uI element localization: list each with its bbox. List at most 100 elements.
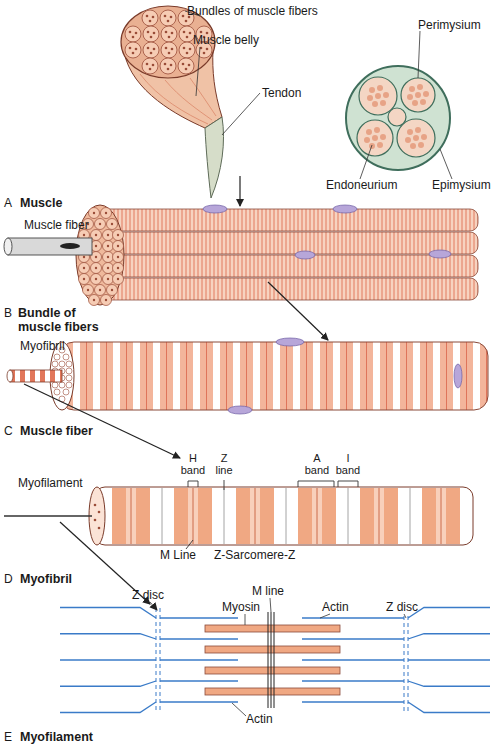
myofibril	[255, 488, 256, 544]
muscle-cross-section	[143, 42, 159, 58]
band-bracket	[224, 480, 225, 490]
part-label: Muscle fiber	[24, 218, 89, 232]
actin-filament	[302, 617, 404, 618]
actin-filament	[408, 634, 490, 639]
actin-filament	[408, 608, 490, 619]
part-label: Epimysium	[432, 178, 491, 192]
fascicle-cross-section	[407, 84, 429, 106]
muscle-fiber-bundle	[89, 295, 100, 306]
z-disc	[408, 616, 409, 712]
leader-line	[418, 31, 420, 78]
panel-title: Muscle fiber	[20, 424, 93, 438]
actin-filament	[160, 638, 238, 639]
muscle-fiber-bundle	[103, 274, 114, 285]
muscle-fiber	[63, 389, 69, 395]
muscle-fiber-bundle	[91, 274, 102, 285]
myofibril-strand	[7, 370, 13, 382]
band-label: Z line	[211, 452, 237, 476]
myofibril	[94, 519, 97, 522]
tendon	[205, 117, 224, 198]
panel-letter: B	[4, 306, 12, 320]
muscle-fiber	[54, 354, 60, 360]
leader-line	[222, 93, 260, 135]
z-disc	[156, 608, 157, 712]
z-disc	[160, 608, 161, 712]
zoom-arrow	[239, 176, 240, 206]
nucleus	[203, 205, 451, 259]
band-bracket	[186, 540, 193, 549]
part-label: Myosin	[222, 600, 260, 614]
muscle-cross-section	[160, 58, 176, 74]
actin-filament	[60, 634, 156, 639]
band-label: A band	[304, 452, 330, 476]
muscle-cross-section	[160, 10, 176, 26]
nucleus	[454, 364, 462, 388]
myofibril	[422, 488, 460, 544]
myofibril	[131, 488, 441, 544]
leader-line	[360, 145, 372, 179]
muscle-fiber-bundle	[79, 274, 90, 285]
myofibril	[250, 488, 260, 544]
actin-filament	[160, 680, 238, 681]
myosin-filament	[205, 667, 340, 674]
actin-filament	[160, 701, 238, 702]
muscle-fiber-bundle	[83, 285, 94, 296]
muscle-cross-section	[161, 42, 177, 58]
single-fiber	[4, 238, 12, 255]
muscle-fiber	[59, 382, 65, 388]
myofibril	[126, 488, 136, 544]
muscle-cross-section	[125, 42, 141, 58]
fascicle-cross-section	[357, 120, 393, 156]
single-fiber	[4, 238, 92, 255]
muscle-belly	[190, 78, 216, 116]
myofibril	[312, 488, 322, 544]
myofibril	[224, 488, 225, 544]
muscle-fiber	[63, 354, 69, 360]
myofibril	[188, 488, 198, 544]
muscle-fiber-bundle	[95, 219, 106, 230]
myofibril	[348, 488, 349, 544]
band-bracket	[186, 480, 358, 549]
myofibril	[236, 488, 274, 544]
part-label: Myofilament	[18, 476, 83, 490]
myofilament-strand	[4, 515, 92, 516]
muscle-fiber	[52, 361, 58, 367]
myofibril	[379, 488, 380, 544]
single-fiber	[60, 243, 80, 249]
myofibril	[89, 487, 473, 545]
fascicle-cross-section	[405, 127, 427, 149]
muscle-fiber-bundle	[88, 232, 478, 254]
muscle-fiber	[50, 342, 488, 410]
myofibril	[410, 488, 411, 544]
panel-title: Bundle of muscle fibers	[18, 306, 113, 334]
muscle-cross-section	[178, 58, 194, 74]
myofibril	[95, 487, 473, 545]
muscle-belly	[140, 74, 208, 124]
band-label: I band	[335, 452, 361, 476]
actin-filament	[60, 659, 156, 660]
muscle-cross-section	[143, 26, 159, 42]
muscle-cross-section	[161, 26, 177, 42]
actin-filament	[302, 680, 404, 681]
myofibril	[162, 488, 410, 544]
part-label: Actin	[246, 712, 273, 726]
actin-filament	[60, 608, 156, 619]
myofibril	[98, 511, 101, 514]
band-bracket	[338, 481, 358, 487]
myofibril	[94, 504, 97, 507]
muscle-fiber-bundle	[103, 241, 114, 252]
single-fiber	[8, 238, 92, 255]
part-label: Endoneurium	[326, 178, 397, 192]
muscle-fiber-bundle	[113, 241, 124, 252]
nucleus	[295, 251, 315, 259]
muscle-fiber-bundle	[113, 252, 124, 263]
band-bracket	[188, 481, 198, 487]
leader-line	[196, 47, 200, 96]
part-label: Muscle belly	[193, 33, 259, 47]
muscle-fiber	[66, 375, 72, 381]
myofibril	[374, 488, 384, 544]
myofibril	[174, 488, 212, 544]
panel-letter: A	[4, 196, 12, 210]
myofibril	[298, 488, 336, 544]
